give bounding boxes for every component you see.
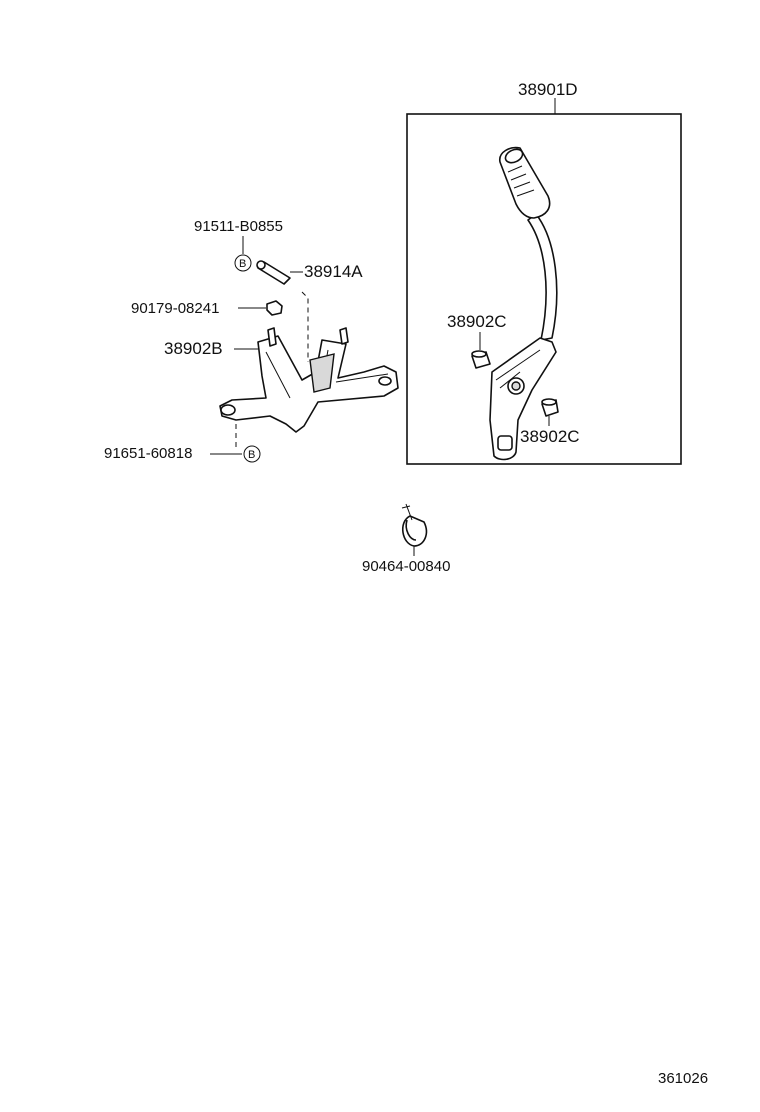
bracket	[219, 327, 399, 433]
bushing-upper-label: 38902C	[447, 312, 507, 331]
pin-ref-label: 91511-B0855	[194, 218, 283, 235]
circle-b-bottom	[243, 445, 261, 463]
clamp	[401, 503, 428, 547]
bushing-lower	[541, 398, 559, 417]
bolt-label: 91651-60818	[104, 445, 192, 462]
lever-assembly-label: 38901D	[518, 80, 578, 99]
nut-label: 90179-08241	[131, 300, 219, 317]
bracket-group: 91511-B0855 B 38914A 90179-08241 38902B	[104, 218, 399, 463]
pin	[256, 260, 291, 285]
svg-text:B: B	[248, 449, 255, 461]
bracket-label: 38902B	[164, 339, 223, 358]
diagram-code: 361026	[658, 1070, 708, 1087]
clamp-label: 90464-00840	[362, 558, 450, 575]
lever-assembly-group: 38901D 38902C 38902C	[406, 80, 682, 465]
clamp-group: 90464-00840	[362, 503, 450, 575]
bushing-upper	[471, 350, 491, 369]
lever-grip	[499, 146, 551, 219]
nut	[266, 300, 283, 316]
svg-text:B: B	[239, 258, 246, 270]
lever-rod	[527, 213, 558, 341]
lever-assembly-box	[406, 113, 682, 465]
bushing-lower-label: 38902C	[520, 427, 580, 446]
pin-label: 38914A	[304, 262, 363, 281]
circle-b-top	[234, 254, 252, 272]
lever-base-plate	[489, 337, 557, 461]
